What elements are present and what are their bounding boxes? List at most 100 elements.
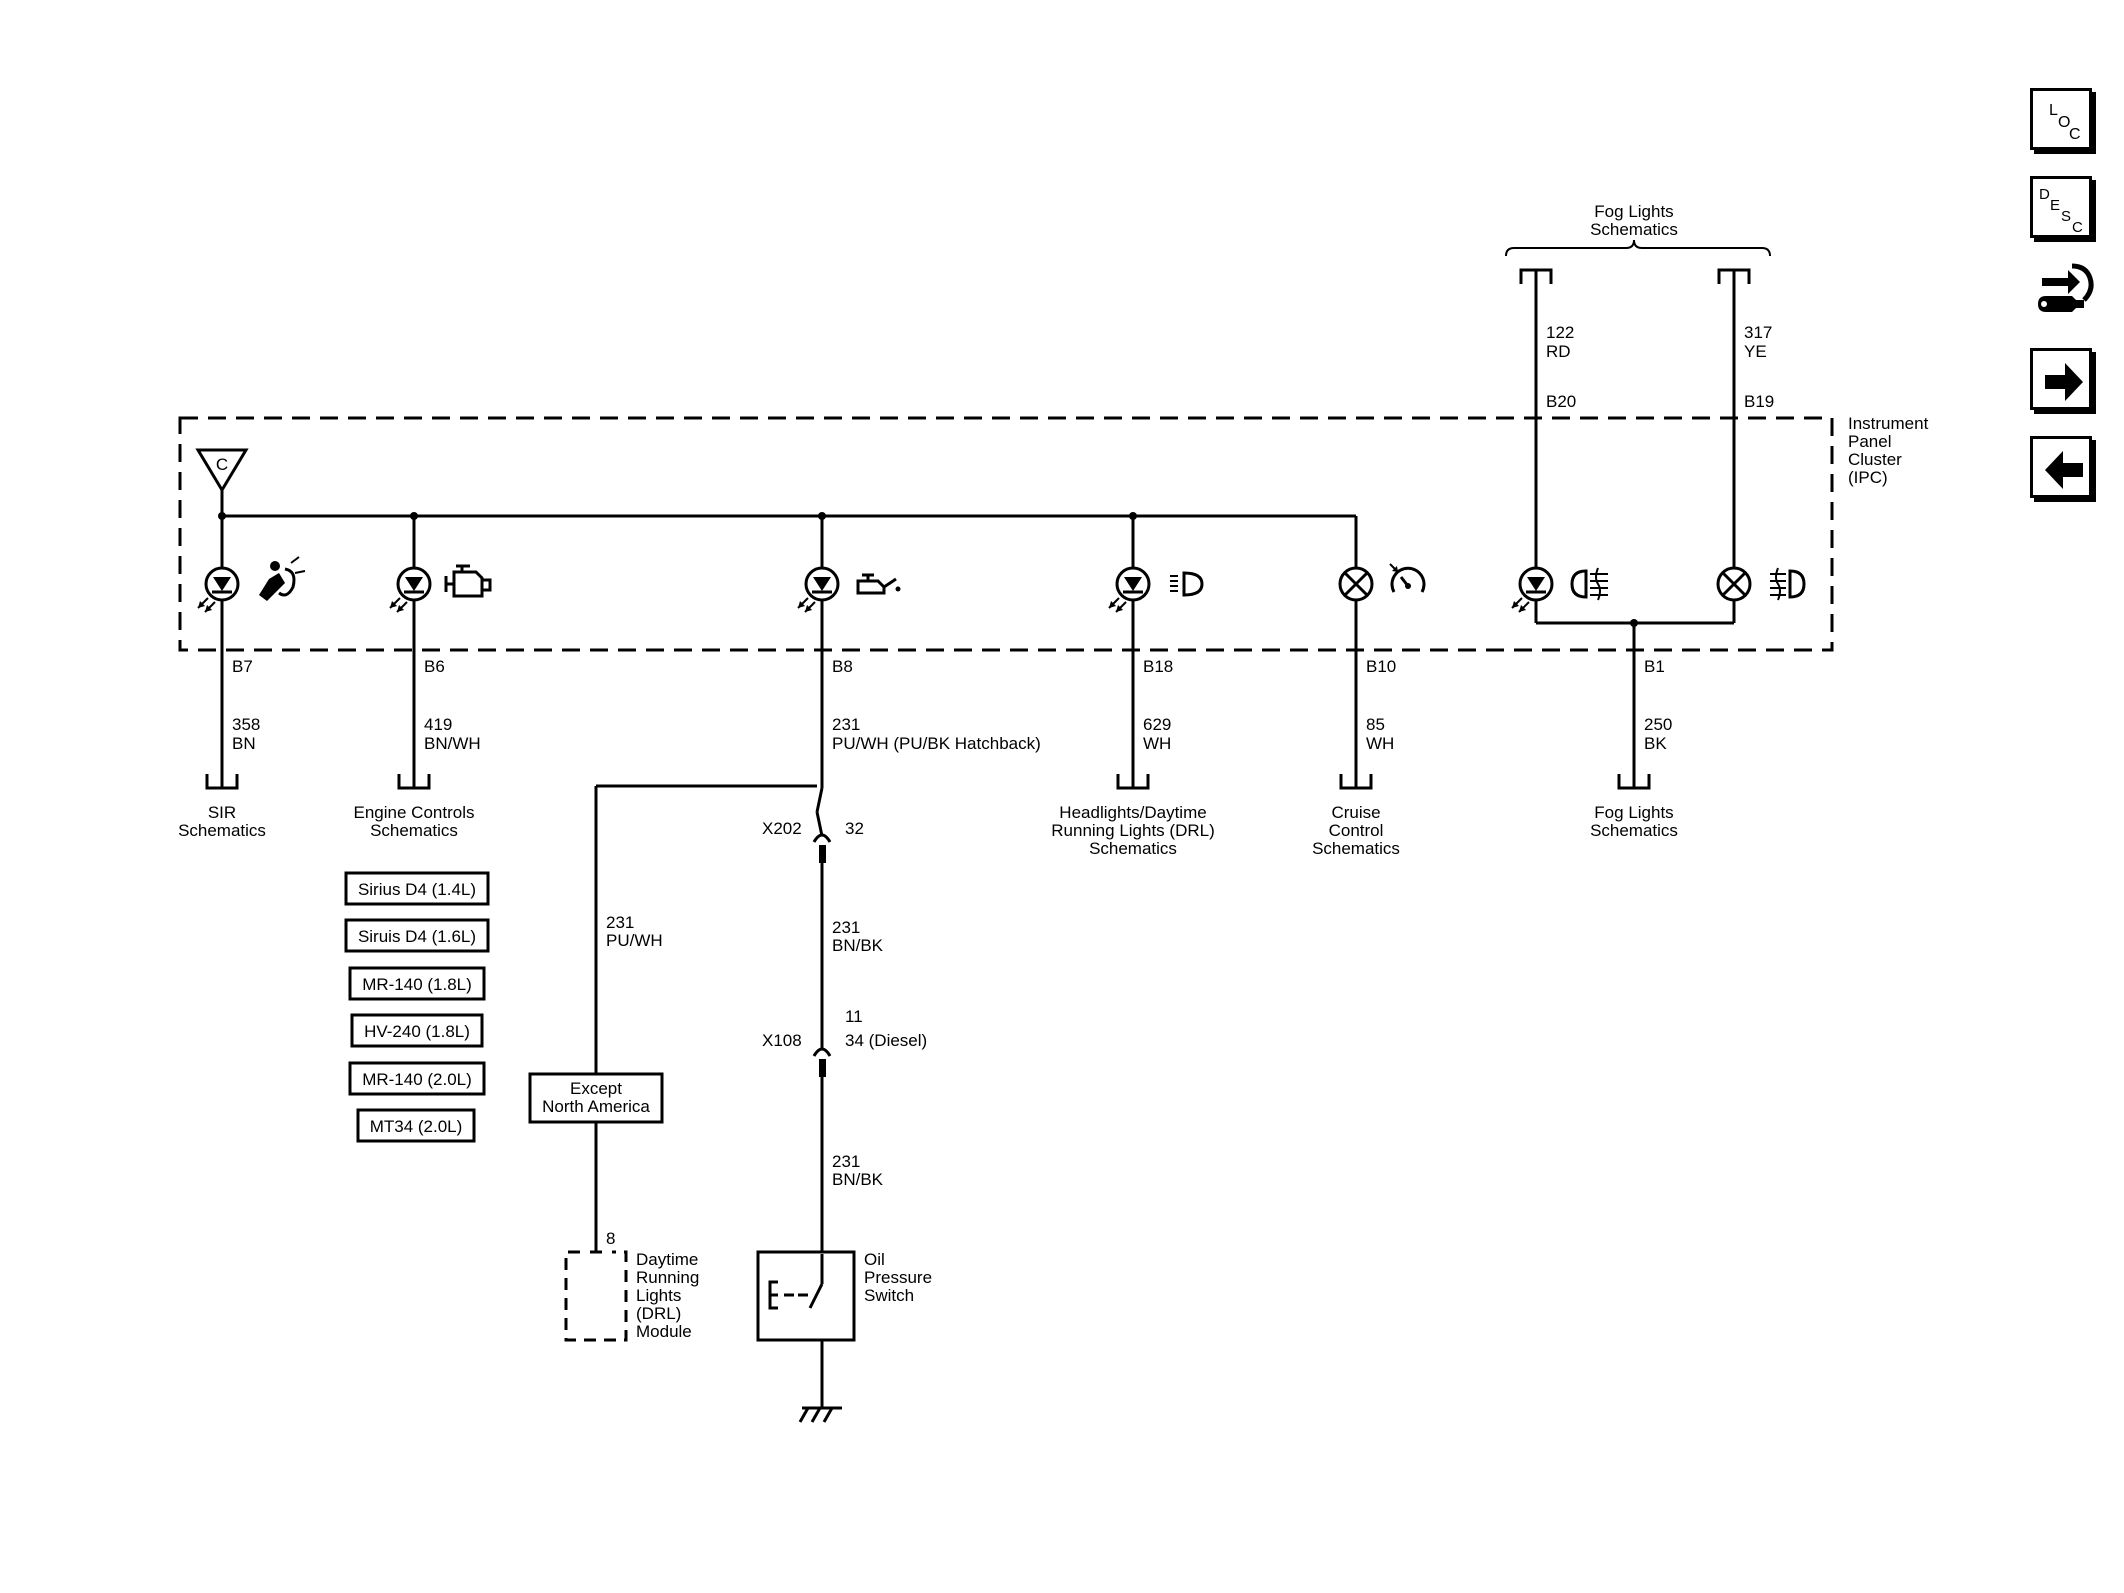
connector-end-view-icon	[2038, 263, 2094, 312]
pin-label: B1	[1644, 657, 1665, 676]
wire-color: PU/WH (PU/BK Hatchback)	[832, 734, 1041, 753]
engine-option-box[interactable]	[344, 871, 490, 906]
wire-color: BN/BK	[832, 1170, 884, 1189]
svg-text:E: E	[2050, 197, 2060, 214]
switch-symbol	[768, 1254, 824, 1310]
wire-color: BN/BK	[832, 936, 884, 955]
switch-label: Switch	[864, 1286, 914, 1305]
destination-label[interactable]: Schematics	[1590, 821, 1678, 840]
destination-label[interactable]: Schematics	[370, 821, 458, 840]
destination-label[interactable]: Headlights/Daytime	[1059, 803, 1206, 822]
circuit-number: 250	[1644, 715, 1672, 734]
pin-label: 8	[606, 1229, 615, 1248]
branch-fog-ground: B1 250 BK Fog Lights Schematics	[1534, 600, 1736, 840]
drl-headlamp-icon	[1170, 571, 1204, 597]
pin-label: B7	[232, 657, 253, 676]
destination-label[interactable]: Schematics	[178, 821, 266, 840]
switch-label: Pressure	[864, 1268, 932, 1287]
ground-symbol	[798, 1406, 842, 1423]
circuit-number: 231	[606, 913, 634, 932]
engine-option-label: Sirius D4 (1.4L)	[358, 880, 476, 899]
wire-color: RD	[1546, 342, 1571, 361]
engine-led-lamp	[388, 566, 432, 614]
wire-color: PU/WH	[606, 931, 663, 950]
fog-lights-feed: Fog Lights Schematics 122 RD B20 317 YE …	[1505, 202, 1774, 584]
svg-text:S: S	[2061, 208, 2071, 225]
engine-option-box[interactable]	[356, 1108, 476, 1143]
drl-module-label: Daytime	[636, 1250, 698, 1269]
pin-label: B18	[1143, 657, 1173, 676]
ipc-label-line: Panel	[1848, 432, 1891, 451]
previous-page-button[interactable]	[2030, 436, 2092, 498]
location-button[interactable]: L O C	[2030, 88, 2092, 150]
wire-color: YE	[1744, 342, 1767, 361]
oil-can-icon	[856, 573, 901, 595]
connector-x108	[812, 1047, 832, 1057]
engine-option-label: HV-240 (1.8L)	[364, 1022, 470, 1041]
connector-pin-alt: 34 (Diesel)	[845, 1031, 927, 1050]
drl-module-label: Running	[636, 1268, 699, 1287]
branch-cruise-control: B10 85 WH Cruise Control Schematics	[1312, 516, 1426, 858]
oil-pressure-led-lamp	[796, 566, 840, 614]
next-page-button[interactable]	[2030, 348, 2092, 410]
circuit-number: 85	[1366, 715, 1385, 734]
airbag-icon	[259, 556, 306, 601]
destination-label[interactable]: Schematics	[1089, 839, 1177, 858]
drl-module-label: Module	[636, 1322, 692, 1341]
ipc-module-boundary	[178, 416, 1834, 652]
rear-fog-icon	[1770, 567, 1806, 601]
switch-label: Oil	[864, 1250, 885, 1269]
drl-led-lamp	[1107, 566, 1151, 614]
fog-top-label[interactable]: Schematics	[1590, 220, 1678, 239]
engine-options-list: Sirius D4 (1.4L) Siruis D4 (1.6L) MR-140…	[344, 871, 490, 1143]
ipc-label-line: Cluster	[1848, 450, 1902, 469]
rear-fog-bulb-lamp	[1716, 566, 1752, 602]
destination-label[interactable]: Schematics	[1312, 839, 1400, 858]
wire-color: WH	[1143, 734, 1171, 753]
description-button[interactable]: D E S C	[2030, 176, 2092, 238]
next-arrow-icon	[2045, 363, 2083, 401]
wire-color: BN/WH	[424, 734, 481, 753]
svg-text:O: O	[2058, 114, 2070, 131]
svg-text:D: D	[2039, 186, 2050, 203]
pin-label: B19	[1744, 392, 1774, 411]
engine-option-box[interactable]	[348, 966, 486, 1001]
branch-headlights-drl: B18 629 WH Headlights/Daytime Running Li…	[1051, 516, 1215, 858]
circuit-number: 358	[232, 715, 260, 734]
engine-option-box[interactable]	[344, 918, 490, 953]
drl-module-box[interactable]	[564, 1250, 628, 1342]
engine-option-box[interactable]	[348, 1061, 486, 1096]
svg-text:C: C	[2072, 219, 2083, 236]
engine-option-label: MT34 (2.0L)	[370, 1117, 463, 1136]
destination-label[interactable]: SIR	[208, 803, 236, 822]
fog-top-bracket	[1505, 239, 1771, 257]
airbag-led-lamp	[196, 566, 240, 614]
destination-label[interactable]: Engine Controls	[354, 803, 475, 822]
connector-x202	[812, 833, 832, 843]
engine-option-label: Siruis D4 (1.6L)	[358, 927, 476, 946]
destination-label[interactable]: Cruise	[1331, 803, 1380, 822]
fog-top-label[interactable]: Fog Lights	[1594, 202, 1673, 221]
engine-icon	[444, 564, 492, 598]
wire-color: BN	[232, 734, 256, 753]
connector-end-view-button[interactable]	[2030, 256, 2096, 322]
circuit-number: 231	[832, 715, 860, 734]
circuit-number: 122	[1546, 323, 1574, 342]
engine-option-label: MR-140 (1.8L)	[362, 975, 472, 994]
connector-name: X202	[762, 819, 802, 838]
pin-label: B10	[1366, 657, 1396, 676]
connector-pin: 11	[845, 1007, 863, 1026]
branch-oil-pressure: B8 231 PU/WH (PU/BK Hatchback) X202 32 2…	[756, 516, 1041, 1423]
previous-arrow-icon	[2045, 451, 2083, 489]
svg-text:C: C	[2069, 126, 2081, 143]
destination-label[interactable]: Running Lights (DRL)	[1051, 821, 1214, 840]
destination-label[interactable]: Fog Lights	[1594, 803, 1673, 822]
option-label: North America	[542, 1097, 650, 1116]
branch-engine-controls: B6 419 BN/WH Engine Controls Schematics	[354, 516, 492, 840]
engine-option-box[interactable]	[350, 1013, 484, 1048]
option-box-except-north-america[interactable]	[528, 1072, 664, 1124]
destination-label[interactable]: Control	[1329, 821, 1384, 840]
front-fog-led-lamp	[1510, 566, 1554, 614]
drl-module-label: Lights	[636, 1286, 681, 1305]
